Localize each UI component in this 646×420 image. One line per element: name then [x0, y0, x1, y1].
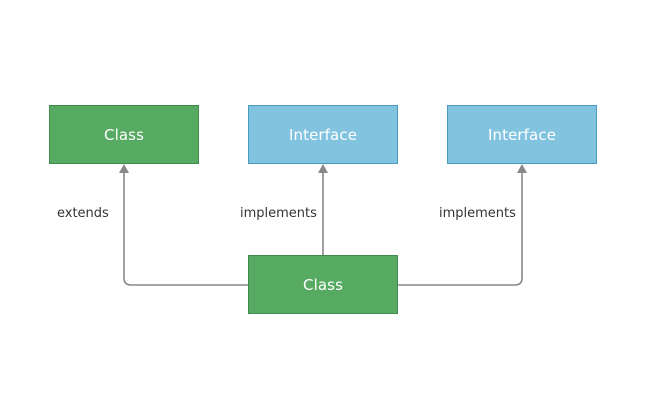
edge-extends-line	[123, 172, 248, 286]
class-node-top[interactable]: Class	[49, 105, 199, 164]
interface-node-1-label: Interface	[288, 125, 358, 144]
edge-label-extends: extends	[57, 206, 109, 221]
class-node-bottom-label: Class	[303, 275, 343, 294]
edge-label-implements-2: implements	[439, 206, 516, 221]
class-node-top-label: Class	[104, 125, 144, 144]
edge-extends-arrowhead	[119, 164, 129, 173]
edge-implements-2-line	[398, 172, 523, 286]
class-node-bottom[interactable]: Class	[248, 255, 398, 314]
edge-implements-1-arrowhead	[318, 164, 328, 173]
interface-node-2-label: Interface	[487, 125, 557, 144]
edge-label-implements-1: implements	[240, 206, 317, 221]
interface-node-1[interactable]: Interface	[248, 105, 398, 164]
interface-node-2[interactable]: Interface	[447, 105, 597, 164]
edge-implements-2-arrowhead	[517, 164, 527, 173]
